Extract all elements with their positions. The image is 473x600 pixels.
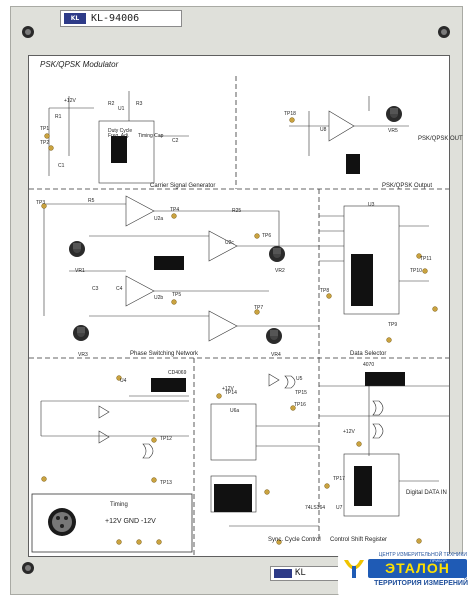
supply-label: +12V <box>343 429 355 435</box>
test-point-label: TP14 <box>225 390 237 396</box>
shift-register-label: Control Shift Register <box>330 537 388 543</box>
brand-logo-icon: KL <box>64 13 86 24</box>
test-point-label: TP6 <box>262 233 272 239</box>
ic-label: 74LS164 <box>305 505 326 511</box>
watermark-bottom-text: ТЕРРИТОРИЯ ИЗМЕРЕНИЙ <box>374 580 468 587</box>
brand-logo-icon <box>274 569 292 578</box>
watermark-sub-text: ПРИБОР <box>430 558 447 563</box>
test-point-label: TP15 <box>295 390 307 396</box>
test-point-label: TP7 <box>254 305 264 311</box>
circuit-board <box>28 55 450 557</box>
power-connector-icon[interactable] <box>48 508 76 536</box>
screw-icon <box>22 562 34 574</box>
vr2-knob[interactable] <box>269 246 285 262</box>
part-label: C3 <box>92 286 99 292</box>
psk-out-label: PSK/QPSK OUT <box>418 136 463 142</box>
carrier-section-label: Carrier Signal Generator <box>150 183 216 189</box>
ic-label: U1 <box>118 106 125 112</box>
vr1-knob[interactable] <box>69 241 85 257</box>
ic-label: U4 <box>120 378 127 384</box>
ic-label: U5 <box>296 376 303 382</box>
vr3-knob[interactable] <box>73 325 89 341</box>
screw-icon <box>438 26 450 38</box>
part-label: R25 <box>232 208 242 214</box>
ic-label: U6a <box>230 408 240 414</box>
part-label: C2 <box>172 138 179 144</box>
watermark-banner <box>368 559 467 578</box>
test-point-label: TP16 <box>294 402 306 408</box>
test-point-label: TP8 <box>320 288 330 294</box>
vr-label: VR3 <box>78 352 88 358</box>
model-number-bottom: KL <box>295 568 306 578</box>
psk-output-section-label: PSK/QPSK Output <box>382 183 433 189</box>
test-point-label: TP17 <box>333 476 345 482</box>
test-point-label: TP12 <box>160 436 172 442</box>
ic-label: U2a <box>154 216 164 222</box>
ic-label: U7 <box>336 505 343 511</box>
ic-label: CD4069 <box>168 370 187 376</box>
part-label: R1 <box>55 114 62 120</box>
vr-label: VR4 <box>271 352 281 358</box>
watermark-main-text: ЭТАЛОН <box>385 560 450 576</box>
test-point-label: TP10 <box>410 268 422 274</box>
part-label: R2 <box>108 101 115 107</box>
part-label: C1 <box>58 163 65 169</box>
power-supply-label: +12V GND -12V <box>105 518 156 525</box>
vr-label: VR2 <box>275 268 285 274</box>
supply-label: +12V <box>64 98 76 104</box>
supply-label: +12V <box>222 386 234 392</box>
test-point-label: TP3 <box>36 200 46 206</box>
vr-label: VR1 <box>75 268 85 274</box>
board-title: PSK/QPSK Modulator <box>40 60 119 69</box>
part-label: Timing Cap <box>138 133 164 139</box>
part-label: Duty Cycle <box>108 128 133 134</box>
model-number: KL-94006 <box>91 13 140 24</box>
watermark-top-text: ЦЕНТР ИЗМЕРИТЕЛЬНОЙ ТЕХНИКИ <box>378 552 467 558</box>
vr-label: VR5 <box>388 128 398 134</box>
part-label: R3 <box>136 101 143 107</box>
ic-label: U2b <box>154 295 164 301</box>
test-point-label: TP9 <box>388 322 398 328</box>
timing-section-label: Timing <box>110 502 128 508</box>
phase-section-label: Phase Switching Network <box>130 351 199 357</box>
ic-label: U2c <box>225 240 234 246</box>
sync-section-label: Sync. Cycle Control <box>268 537 321 543</box>
test-point-label: TP18 <box>284 111 296 117</box>
etalon-logo-icon <box>344 560 364 578</box>
ic-label: U3 <box>368 202 375 208</box>
test-point-label: TP13 <box>160 480 172 486</box>
ic-label: U8 <box>320 127 327 133</box>
test-point-label: TP11 <box>420 256 432 262</box>
model-plate: KL KL-94006 <box>60 10 182 27</box>
part-label: Freq. Adj. <box>108 133 130 139</box>
screw-icon <box>22 26 34 38</box>
vr4-knob[interactable] <box>266 328 282 344</box>
test-point-label: TP4 <box>170 207 180 213</box>
test-point-label: TP2 <box>40 140 50 146</box>
circuit-diagram <box>29 76 449 556</box>
test-point-label: TP5 <box>172 292 182 298</box>
part-label: C4 <box>116 286 123 292</box>
part-label: R5 <box>88 198 95 204</box>
vr5-knob[interactable] <box>386 106 402 122</box>
digital-data-label: Digital DATA IN <box>406 490 447 496</box>
ic-label: 4070 <box>363 362 375 368</box>
selector-section-label: Data Selector <box>350 351 387 357</box>
test-point-label: TP1 <box>40 126 50 132</box>
